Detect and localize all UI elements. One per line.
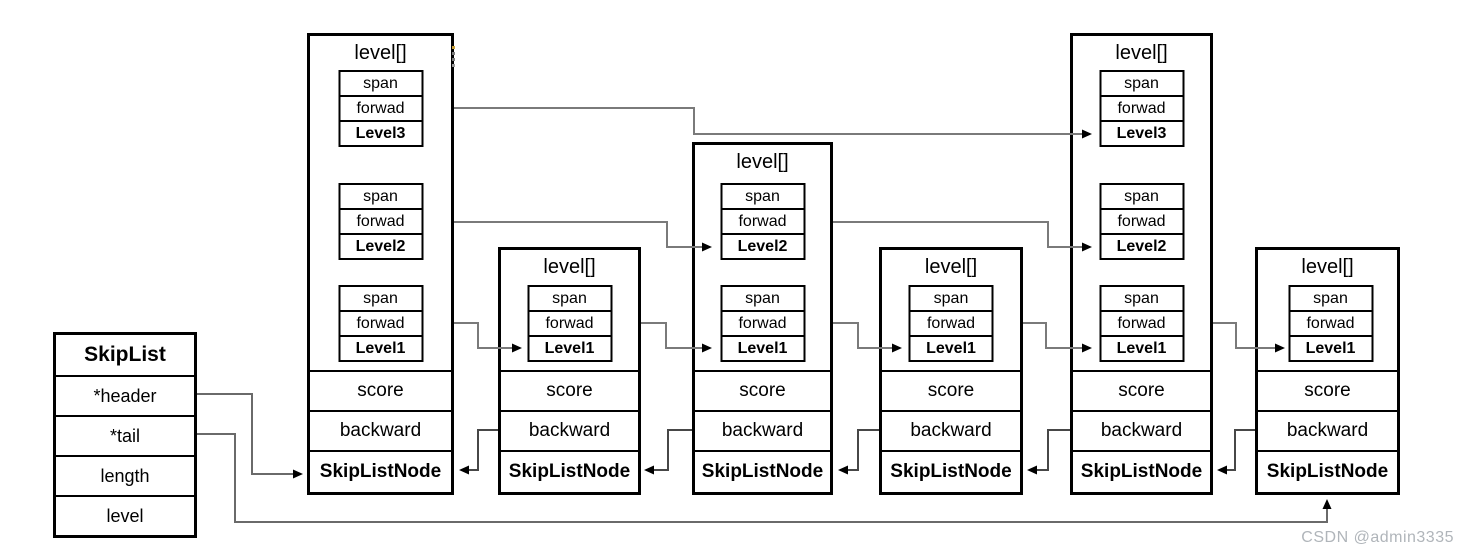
score-row: score (1073, 370, 1210, 410)
level-cell-level2: span forwad Level2 (1099, 183, 1184, 260)
field-length: length (56, 455, 194, 495)
level-cell-level3: span forwad Level3 (1099, 70, 1184, 147)
forward-label: forwad (340, 95, 421, 120)
skiplist-struct-box: SkipList *header *tail length level (53, 332, 197, 538)
span-label: span (363, 74, 398, 92)
span-label: span (363, 289, 398, 307)
skiplistnode-box-1: level[] span forwad Level3 span forwad L… (307, 33, 454, 495)
level-cell-level1: span forwad Level1 (1099, 285, 1184, 362)
skiplistnode-row: SkipListNode (882, 450, 1020, 492)
forward-label: forwad (722, 208, 803, 233)
level-name: Level2 (722, 233, 803, 258)
skiplistnode-row: SkipListNode (501, 450, 638, 492)
level-cell-level1: span forwad Level1 (527, 285, 612, 362)
csdn-watermark: CSDN @admin3335 (1301, 529, 1454, 546)
field-tail: *tail (56, 415, 194, 455)
level-cell-level1: span forwad Level1 (338, 285, 423, 362)
forward-label: forwad (910, 310, 992, 335)
backward-row: backward (695, 410, 830, 450)
edge-forward-n3L2-n5L2 (833, 221, 1092, 252)
node-title: level[] (543, 255, 596, 278)
edge-backward-n5-n4 (1027, 429, 1070, 475)
field-header: *header (56, 375, 194, 415)
edge-forward-n1L3-n5L3 (454, 107, 1092, 139)
skiplistnode-box-5: level[] span forwad Level3 span forwad L… (1070, 33, 1213, 495)
backward-row: backward (1073, 410, 1210, 450)
level-cell-level2: span forwad Level2 (720, 183, 805, 260)
skiplistnode-row: SkipListNode (695, 450, 830, 492)
edge-backward-n2-n1 (459, 429, 498, 475)
span-label: span (1124, 289, 1159, 307)
forward-label: forwad (722, 310, 803, 335)
level-name: Level3 (340, 120, 421, 145)
level-name: Level2 (340, 233, 421, 258)
span-label: span (745, 187, 780, 205)
node-title: level[] (736, 150, 789, 173)
skiplist-title: SkipList (84, 343, 166, 366)
level-name: Level3 (1101, 120, 1182, 145)
span-label: span (1124, 187, 1159, 205)
forward-label: forwad (1101, 208, 1182, 233)
node-title: level[] (924, 255, 978, 278)
skiplistnode-box-3: level[] span forwad Level2 span forwad L… (692, 142, 833, 495)
level-cell-level2: span forwad Level2 (338, 183, 423, 260)
score-row: score (1258, 370, 1397, 410)
backward-row: backward (501, 410, 638, 450)
score-row: score (882, 370, 1020, 410)
skiplistnode-row: SkipListNode (1258, 450, 1397, 492)
score-row: score (310, 370, 451, 410)
backward-row: backward (1258, 410, 1397, 450)
skiplistnode-box-2: level[] span forwad Level1 score backwar… (498, 247, 641, 495)
skiplistnode-row: SkipListNode (310, 450, 451, 492)
forward-label: forwad (340, 310, 421, 335)
backward-row: backward (882, 410, 1020, 450)
forward-label: forwad (1290, 310, 1371, 335)
level-name: Level1 (722, 335, 803, 360)
skiplistnode-box-4: level[] span forwad Level1 score backwar… (879, 247, 1023, 495)
span-label: span (363, 187, 398, 205)
span-label: span (745, 289, 780, 307)
skiplistnode-box-6: level[] span forwad Level1 score backwar… (1255, 247, 1400, 495)
score-row: score (501, 370, 638, 410)
backward-row: backward (310, 410, 451, 450)
edge-backward-n3-n2 (644, 429, 692, 475)
level-cell-level1: span forwad Level1 (1288, 285, 1373, 362)
level-name: Level1 (529, 335, 610, 360)
edge-forward-n1L2-n3L2 (454, 221, 712, 252)
forward-label: forwad (340, 208, 421, 233)
span-label: span (1124, 74, 1159, 92)
score-row: score (695, 370, 830, 410)
forward-label: forwad (1101, 95, 1182, 120)
skiplistnode-row: SkipListNode (1073, 450, 1210, 492)
edge-backward-n6-n5 (1217, 429, 1255, 475)
edge-header-n1 (197, 393, 303, 479)
forward-label: forwad (529, 310, 610, 335)
edge-backward-n4-n3 (838, 429, 879, 475)
level-cell-level1: span forwad Level1 (720, 285, 805, 362)
level-name: Level1 (1290, 335, 1371, 360)
level-name: Level1 (1101, 335, 1182, 360)
node-title: level[] (1115, 41, 1168, 64)
level-name: Level1 (340, 335, 421, 360)
level-cell-level3: span forwad Level3 (338, 70, 423, 147)
span-label: span (552, 289, 587, 307)
span-label: span (1313, 289, 1348, 307)
level-name: Level2 (1101, 233, 1182, 258)
forward-label: forwad (1101, 310, 1182, 335)
level-name: Level1 (910, 335, 992, 360)
node-title: level[] (354, 41, 407, 64)
field-level: level (56, 495, 194, 535)
node-title: level[] (1301, 255, 1354, 278)
span-label: span (933, 289, 969, 307)
level-cell-level1: span forwad Level1 (908, 285, 994, 362)
